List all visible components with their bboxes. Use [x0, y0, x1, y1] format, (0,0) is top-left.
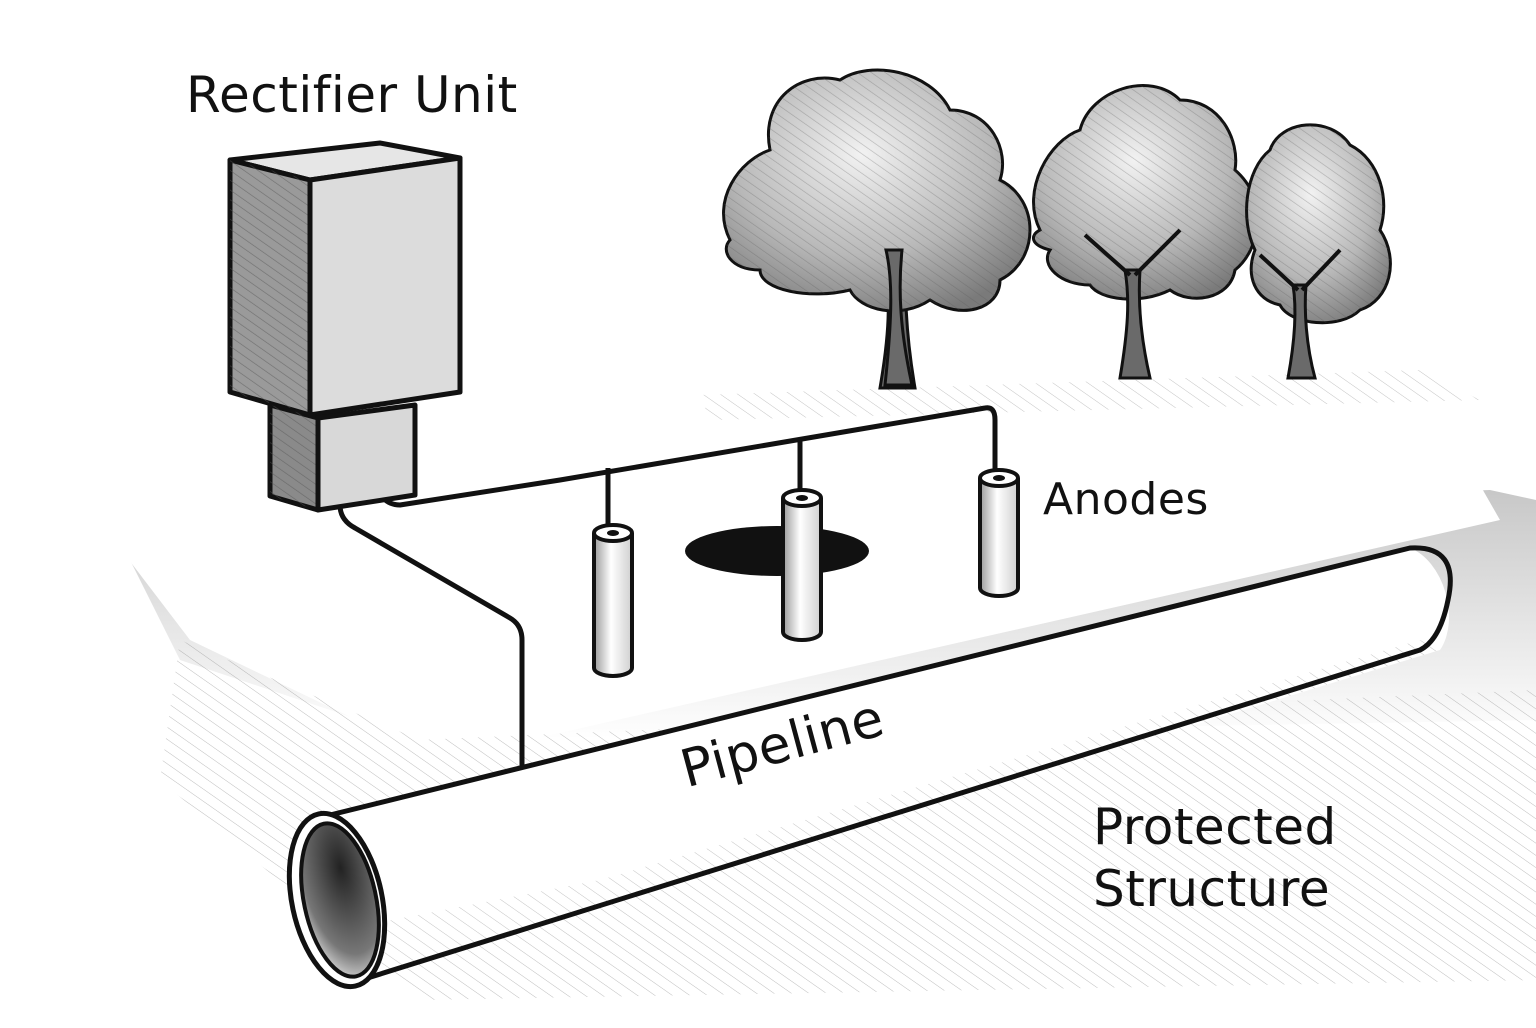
tree: [1245, 123, 1392, 380]
pipeline: [286, 545, 1453, 990]
tree: [1032, 84, 1259, 380]
rectifier-unit: [227, 140, 463, 513]
anode: [781, 488, 823, 642]
anodes-label: Anodes: [1043, 474, 1209, 525]
anode-shadow: [685, 526, 869, 576]
anode: [978, 468, 1020, 598]
pipeline-cable: [337, 415, 525, 770]
protected-structure-label: Protected Structure: [1093, 796, 1337, 920]
grass-strip: [700, 370, 1480, 420]
tree: [722, 68, 1032, 390]
rectifier-unit-label: Rectifier Unit: [186, 66, 518, 124]
protected-structure-label-line1: Protected: [1093, 798, 1337, 856]
anode: [592, 523, 634, 678]
protected-structure-label-line2: Structure: [1093, 860, 1331, 918]
